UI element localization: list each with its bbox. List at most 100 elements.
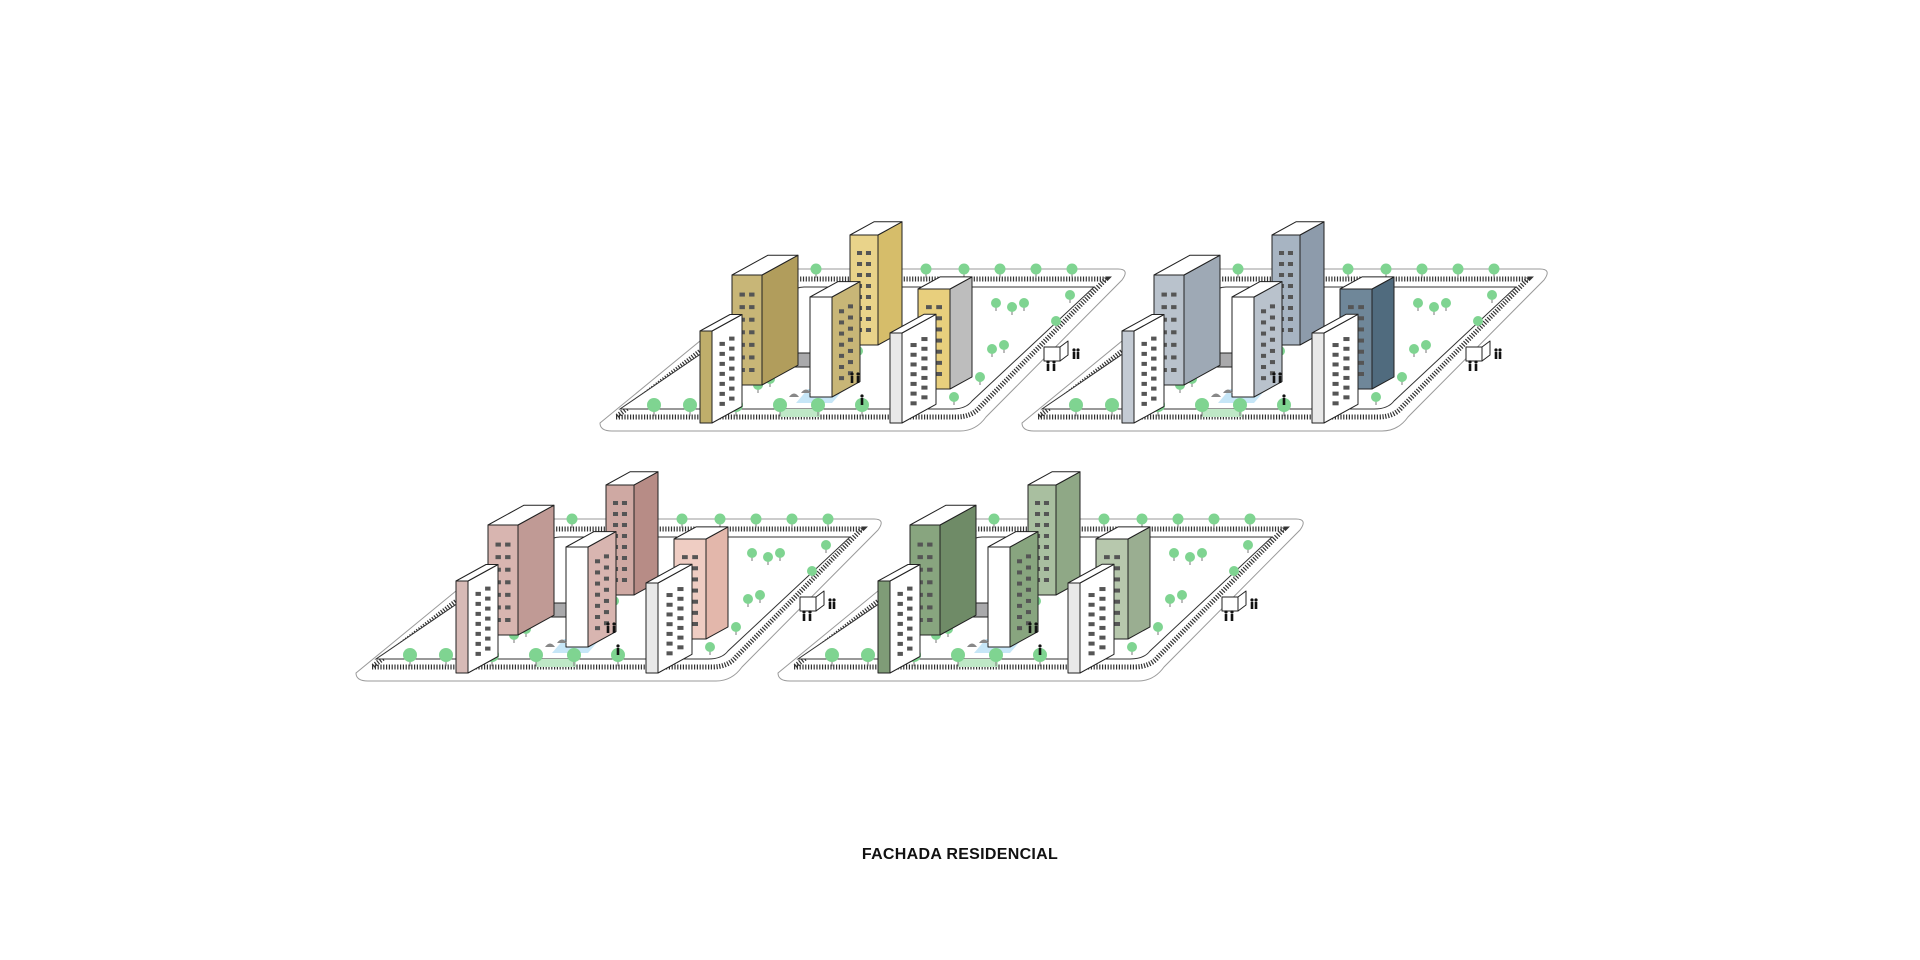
tree [989, 648, 1003, 667]
block-pink-tower-left-front-window [475, 611, 481, 616]
person-head [1230, 610, 1234, 614]
person-figure [616, 644, 620, 655]
block-yellow-tower-left-front-window [729, 336, 735, 341]
block-pink-tower-left-back-roof [487, 504, 555, 526]
tree [1421, 340, 1431, 353]
block-green-tower-right-front-window [1088, 622, 1095, 627]
block-pink-tower-right-back-window [692, 577, 698, 582]
person-head [1272, 372, 1276, 376]
tree-crown [1208, 513, 1220, 525]
block-blue-tower-left-back-window [1161, 305, 1167, 310]
block-pink-tower-back [605, 471, 659, 596]
tree-crown [1007, 302, 1017, 312]
tree [1229, 566, 1239, 579]
block-yellow-tower-back-window [865, 273, 871, 277]
block-pink-tower-left-back-window [505, 555, 511, 560]
block-blue-tower-right-front-window [1343, 375, 1350, 380]
tree [775, 548, 785, 561]
block-pink-tower-left-back-window [495, 542, 501, 547]
tree [825, 648, 839, 667]
block-pink-tower-center-window [603, 621, 609, 626]
person-figure [1254, 598, 1258, 609]
tree [807, 566, 817, 579]
person-figure [1072, 348, 1076, 359]
block-blue-tower-right-back-window [1358, 372, 1364, 376]
block-green-tower-back-window [1043, 523, 1049, 527]
block-pink-tower-center-face-right [587, 531, 617, 648]
umbrella-icon [545, 643, 555, 647]
block-blue-tower-center-face-left [1231, 296, 1255, 398]
block-blue-tower-right-back-roof [1339, 276, 1395, 290]
tree-crown [994, 263, 1006, 275]
person-body [860, 398, 864, 405]
tree-crown [1165, 594, 1175, 604]
person-body [1076, 352, 1080, 359]
tree [786, 513, 798, 528]
tree-crown [1127, 642, 1137, 652]
block-blue-tower-center-window [1269, 337, 1275, 342]
person-figure [832, 598, 836, 609]
person-body [1468, 364, 1472, 371]
tree-crown [683, 398, 697, 412]
block-blue-tower-right-front-window [1332, 352, 1339, 357]
block-blue-gatehouse [1465, 346, 1483, 362]
block-yellow-tower-back-face-right [877, 221, 903, 346]
block-pink-tower-back-window [621, 534, 627, 538]
block-blue-tower-right-front-window [1343, 337, 1350, 342]
block-green-tower-left-front-window [897, 601, 903, 606]
person-head [1250, 598, 1254, 602]
person-figure [860, 394, 864, 405]
block-green-tower-left-back-face-right [939, 504, 977, 636]
tree-crown [747, 548, 757, 558]
tree [773, 398, 787, 417]
block-blue-tower-center-window [1261, 331, 1267, 336]
block-green-tower-center-window [1017, 615, 1023, 620]
block-pink-tower-right-back-face-right [705, 526, 729, 640]
block-blue-tower-left-back-window [1171, 330, 1177, 335]
block-yellow-tower-back-window [857, 273, 863, 277]
tree [750, 513, 762, 528]
block-pink-tower-center-window [595, 559, 601, 564]
block-blue-tower-back-window [1279, 262, 1285, 266]
block-blue-tower-right-back-window [1358, 327, 1364, 332]
person-body [856, 376, 860, 383]
block-green-tower-back-window [1043, 501, 1049, 505]
block-blue-tower-right-back-window [1358, 349, 1364, 354]
block-green-tower-right-back-window [1114, 588, 1120, 593]
tree [1065, 290, 1075, 303]
block-blue-fence [1030, 276, 1534, 420]
block-green-tower-center-window [1025, 598, 1031, 603]
tree [1177, 590, 1187, 603]
block-green-tower-left-front-window [907, 636, 913, 641]
tree-crown [975, 372, 985, 382]
block-blue-tower-center-window [1261, 353, 1267, 358]
tree-crown [1409, 344, 1419, 354]
person-figure [856, 372, 860, 383]
block-green-tower-right-front-window [1099, 587, 1106, 592]
block-blue-tower-left-front-window [1151, 396, 1157, 401]
block-green-tower-left-back-window [917, 555, 923, 560]
block-yellow-tower-back-window [865, 284, 871, 288]
block-blue-tower-center-roof [1231, 281, 1283, 298]
person-figure [808, 610, 812, 621]
block-blue-tower-back-face-right [1299, 221, 1325, 346]
person-head [1474, 360, 1478, 364]
tree [1019, 298, 1029, 311]
tree-crown [999, 340, 1009, 350]
block-pink-tower-back-window [621, 512, 627, 516]
block-blue-tower-left-back [1153, 254, 1221, 386]
tree-crown [755, 590, 765, 600]
tree [1185, 552, 1195, 565]
tree [811, 398, 825, 417]
block-blue-tower-back-window [1287, 262, 1293, 266]
person-head [616, 644, 620, 648]
block-yellow-tower-center-window [839, 309, 845, 314]
block-yellow-tower-right-back-window [926, 305, 932, 310]
block-blue-tower-back-window [1287, 328, 1293, 332]
tree [743, 594, 753, 607]
tree [1244, 513, 1256, 528]
caption-title: FACHADA RESIDENCIAL [861, 846, 1059, 863]
person-head [1052, 360, 1056, 364]
person-head [850, 372, 854, 376]
block-yellow-tower-left-front-window [729, 396, 735, 401]
